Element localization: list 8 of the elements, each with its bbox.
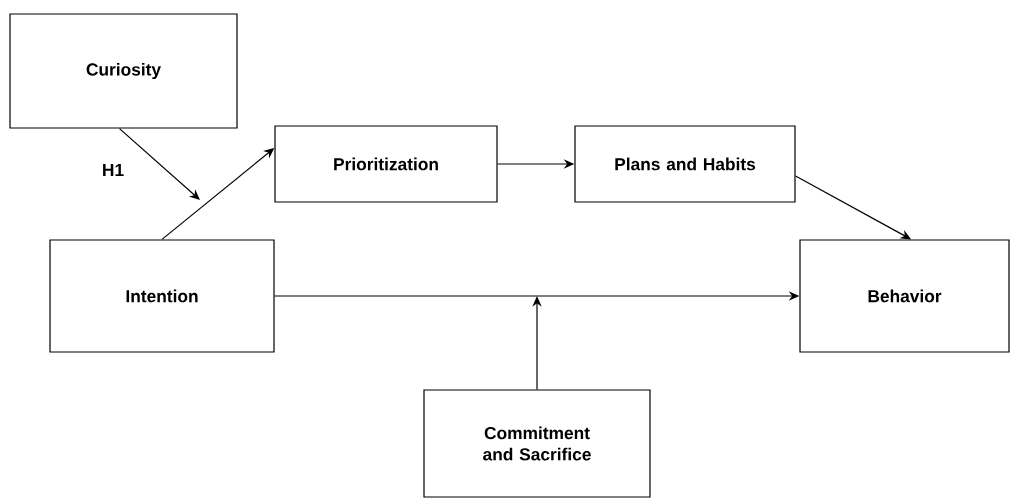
- box: Intention: [49, 239, 275, 353]
- box: Prioritization: [274, 125, 498, 203]
- box: Curiosity: [9, 13, 238, 129]
- arrow: [118, 128, 200, 200]
- edge-label: H1: [100, 162, 126, 178]
- box: Commitment and Sacrifice: [423, 389, 651, 498]
- box: Behavior: [799, 239, 1010, 353]
- box: Plans and Habits: [574, 125, 796, 203]
